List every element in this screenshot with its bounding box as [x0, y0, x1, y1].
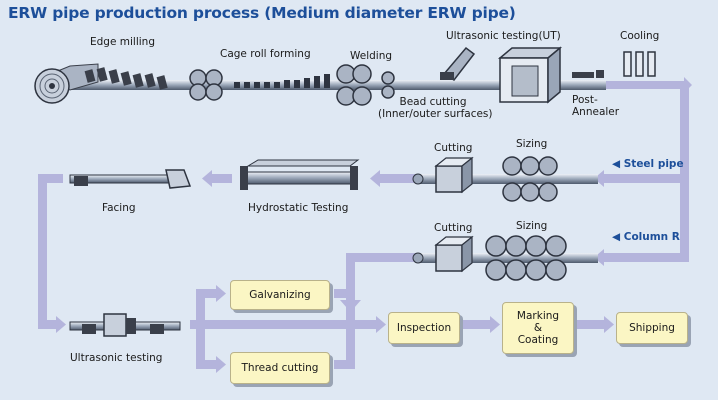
flow-arrowhead-hydro — [370, 170, 380, 187]
flow-arrowhead-facing — [202, 170, 212, 187]
box-marking-line1: Marking — [516, 310, 560, 322]
ut-machine — [497, 46, 563, 104]
flow-line-hydro-to-facing — [212, 174, 232, 183]
cutting-machine-1 — [412, 156, 474, 194]
welding-machine — [336, 64, 395, 106]
flow-line-to-thread — [196, 360, 218, 369]
flow-line-to-galvanizing — [196, 289, 218, 298]
flow-line-to-steel-pipe — [604, 174, 689, 183]
label-cutting-1: Cutting — [434, 142, 473, 154]
label-sizing-1: Sizing — [516, 138, 548, 150]
flow-arrowhead-thread — [216, 356, 226, 373]
flow-arrowhead-column-r-down — [340, 300, 361, 312]
flow-line-column-r-down — [346, 253, 355, 303]
label-column-r: ◀ Column R — [612, 231, 680, 243]
flow-arrowhead-marking — [490, 316, 500, 333]
flow-line-branch-vertical — [196, 293, 205, 368]
flow-arrowhead-inspection — [376, 316, 386, 333]
flow-line-marking-to-shipping — [576, 320, 606, 329]
label-bead-cutting-line1: Bead cutting — [399, 96, 467, 108]
flow-arrows — [38, 77, 692, 373]
flow-line-insp-to-marking — [462, 320, 492, 329]
flow-line-cutting-to-hydro — [380, 174, 415, 183]
box-shipping: Shipping — [616, 312, 688, 344]
hydrostatic-testing-machine — [240, 159, 360, 190]
flow-line-galv-out — [334, 289, 352, 298]
label-post-annealer-line1: Post- — [572, 94, 598, 106]
sizing-machine-2 — [485, 235, 567, 281]
cage-roll-forming-machine — [189, 69, 330, 101]
label-bead-cutting: Bead cutting (Inner/outer surfaces) — [378, 96, 493, 120]
box-inspection: Inspection — [388, 312, 460, 344]
box-thread-cutting: Thread cutting — [230, 352, 330, 384]
steel-pipe-line — [69, 156, 598, 202]
label-cutting-2: Cutting — [434, 222, 473, 234]
sizing-machine-1 — [502, 156, 558, 202]
edge-milling-machine — [84, 67, 168, 90]
flow-line-column-r-left — [346, 253, 422, 262]
column-r-line — [412, 235, 598, 281]
label-bead-cutting-line2: (Inner/outer surfaces) — [378, 108, 493, 120]
flow-line-left-vertical — [38, 174, 47, 329]
steel-pipe — [418, 174, 598, 184]
flow-line-top-right — [604, 81, 684, 89]
box-marking-coating-text: Marking & Coating — [517, 310, 559, 346]
label-welding: Welding — [350, 50, 393, 62]
main-pipe-line — [34, 46, 656, 106]
post-annealer-machine — [572, 70, 604, 78]
label-ut-top: Ultrasonic testing(UT) — [446, 30, 561, 42]
flow-line-thread-out — [334, 360, 352, 369]
box-marking-line3: Coating — [517, 334, 559, 346]
flow-arrowhead-shipping — [604, 316, 614, 333]
cutting-machine-2 — [412, 235, 474, 273]
label-cooling: Cooling — [620, 30, 660, 42]
page-title: ERW pipe production process (Medium diam… — [8, 4, 516, 22]
label-edge-milling: Edge milling — [90, 36, 155, 48]
flow-line-facing-left — [38, 174, 63, 183]
label-hydrostatic: Hydrostatic Testing — [248, 202, 349, 214]
label-sizing-2: Sizing — [516, 220, 548, 232]
facing-machine — [69, 169, 192, 189]
label-column-r-text: Column R — [623, 231, 680, 243]
flow-arrowhead-ut — [56, 316, 66, 333]
box-galvanizing: Galvanizing — [230, 280, 330, 310]
ut-bottom-machine — [69, 313, 181, 337]
label-post-annealer-line2: Annealer — [572, 106, 620, 118]
column-r-pipe — [418, 253, 598, 263]
label-steel-pipe-text: Steel pipe — [623, 158, 684, 170]
label-ut-bottom: Ultrasonic testing — [70, 352, 163, 364]
label-cage-roll-forming: Cage roll forming — [220, 48, 311, 60]
flow-arrowhead-steel-pipe — [594, 170, 604, 187]
main-pipe — [40, 80, 606, 90]
flow-line-to-column-r — [604, 253, 689, 262]
cooling-machine — [623, 51, 656, 77]
box-marking-line2: & — [533, 322, 543, 334]
flow-line-ut-to-inspection — [190, 320, 378, 329]
bead-cutting-machine — [440, 46, 476, 81]
box-marking-coating: Marking & Coating — [502, 302, 574, 354]
flow-arrowhead-column-r — [594, 249, 604, 266]
flow-arrowhead-galvanizing — [216, 285, 226, 302]
label-facing: Facing — [102, 202, 136, 214]
flow-line-merge-vertical — [346, 289, 355, 369]
flow-line-to-ut — [38, 320, 58, 329]
label-post-annealer: Post- Annealer — [572, 94, 619, 118]
label-steel-pipe: ◀ Steel pipe — [612, 158, 684, 170]
